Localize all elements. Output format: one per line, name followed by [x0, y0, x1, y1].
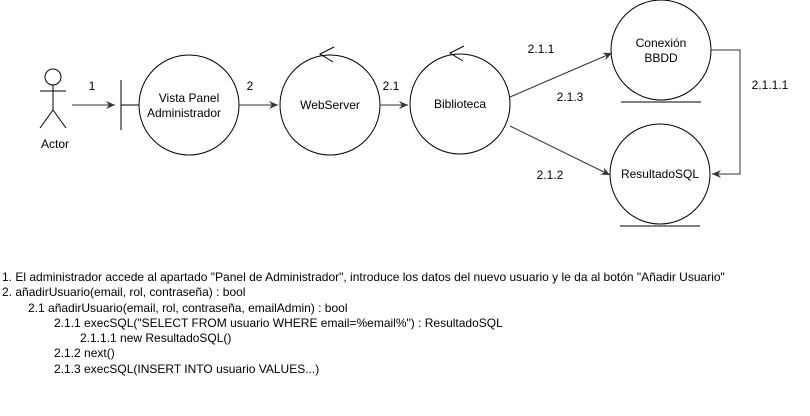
- conexion-label-line2: BBDD: [644, 51, 678, 65]
- note-line-2-1-1-1: 2.1.1.1 new ResultadoSQL(): [80, 331, 232, 346]
- note-line-2-1: 2.1 añadirUsuario(email, rol, contraseña…: [28, 300, 348, 315]
- communication-diagram: Actor Vista Panel Administrador WebServe…: [39, 0, 789, 227]
- biblioteca-control: [409, 45, 511, 155]
- message-2-1-label: 2.1: [383, 79, 400, 93]
- note-line-2-1-2: 2.1.2 next(): [54, 346, 115, 361]
- message-2-label: 2: [247, 79, 254, 93]
- message-2-1-1-arrow: [509, 52, 613, 98]
- vista-label-line1: Vista Panel: [159, 91, 220, 105]
- actor-figure: [39, 68, 67, 129]
- message-2-1-1-1-label: 2.1.1.1: [752, 78, 789, 92]
- message-2-1-3-label: 2.1.3: [557, 90, 584, 104]
- note-line-1: 1. El administrador accede al apartado "…: [2, 270, 725, 284]
- message-2-1-2-arrow: [509, 125, 611, 176]
- biblioteca-label: Biblioteca: [434, 97, 486, 111]
- actor-label: Actor: [41, 137, 69, 151]
- conexion-bbdd-entity: [610, 0, 712, 103]
- message-2-1-1-label: 2.1.1: [528, 42, 555, 56]
- webserver-label: WebServer: [300, 98, 360, 112]
- note-line-2-1-3: 2.1.3 execSQL(INSERT INTO usuario VALUES…: [54, 361, 320, 376]
- note-line-2: 2. añadirUsuario(email, rol, contraseña)…: [2, 285, 246, 300]
- message-2-1-1-1-arrow: [711, 49, 741, 178]
- message-2-1-2-label: 2.1.2: [537, 168, 564, 182]
- message-descriptions: 1. El administrador accede al apartado "…: [2, 270, 802, 377]
- message-1-label: 1: [89, 79, 96, 93]
- vista-label-line2: Administrador: [147, 106, 221, 120]
- conexion-label-line1: Conexión: [636, 36, 687, 50]
- resultadosql-label: ResultadoSQL: [621, 167, 699, 181]
- resultadosql-entity: [609, 123, 711, 227]
- note-line-2-1-1: 2.1.1 execSQL("SELECT FROM usuario WHERE…: [54, 315, 503, 330]
- vista-panel-boundary: [120, 54, 240, 156]
